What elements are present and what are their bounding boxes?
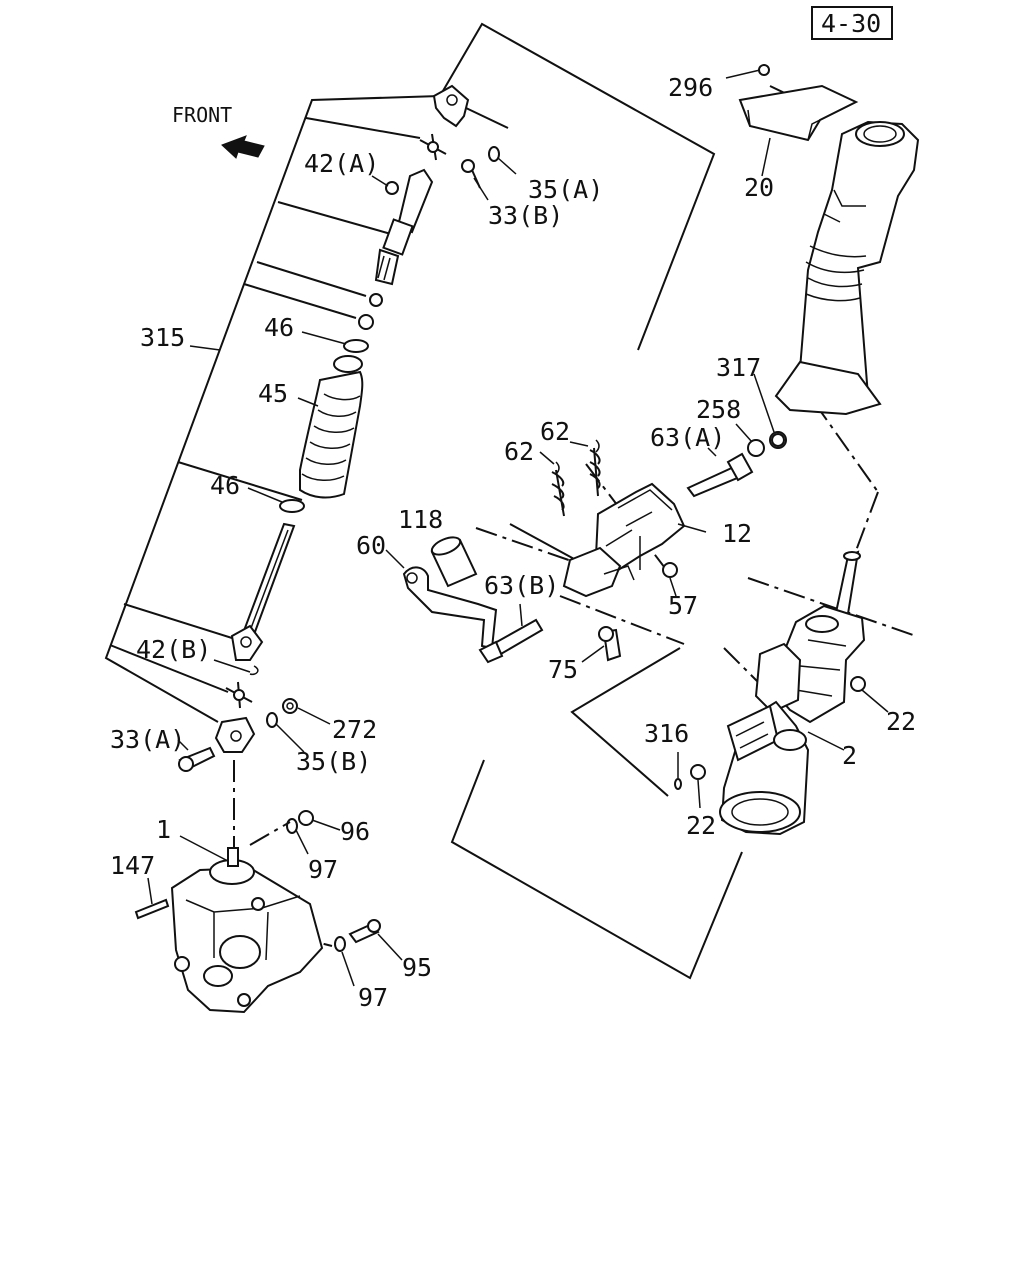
bellows-45 [299,355,364,499]
label-95: 95 [402,953,432,982]
label-2: 2 [842,741,857,770]
label-57: 57 [668,591,698,620]
label-46-top: 46 [264,313,294,342]
label-258: 258 [696,395,741,424]
label-33b: 33(B) [488,201,563,230]
collar-118 [430,536,478,588]
label-317: 317 [716,353,761,382]
leader-lines [147,69,889,987]
tilt-lever-assembly [402,431,787,664]
intermediate-shaft-assembly [178,84,500,772]
lever-60 [402,566,498,650]
front-arrow-icon [221,135,265,159]
reference-box-label: 4-30 [821,9,881,38]
front-label: FRONT [172,103,232,127]
label-63b: 63(B) [484,571,559,600]
label-12: 12 [722,519,752,548]
part-labels: 296 20 42(A) 35(A) 33(B) 315 46 45 46 31… [110,73,916,1012]
steering-gear-box-1 [134,810,381,1014]
label-75: 75 [548,655,578,684]
label-20: 20 [744,173,774,202]
label-97-lower: 97 [358,983,388,1012]
upper-yoke [432,84,470,128]
label-35a: 35(A) [528,175,603,204]
label-63a: 63(A) [650,423,725,452]
label-42a: 42(A) [304,149,379,178]
center-lines [233,85,917,947]
label-46-bottom: 46 [210,471,240,500]
label-62-lower: 62 [504,437,534,466]
label-118: 118 [398,505,443,534]
spring-62-lower [551,461,565,517]
reference-box: 4-30 [811,6,893,40]
label-315: 315 [140,323,185,352]
center-bracket-lines [439,22,743,980]
label-97-upper: 97 [308,855,338,884]
column-cover-assembly [738,64,920,416]
screw-296 [758,64,770,76]
label-22-lower: 22 [686,811,716,840]
label-33a: 33(A) [110,725,185,754]
upper-spider [419,133,447,161]
cover-part-20 [738,84,859,142]
label-22-right: 22 [886,707,916,736]
shaft-assembly-bracket [104,95,441,723]
label-62-upper: 62 [540,417,570,446]
label-147: 147 [110,851,155,880]
label-60: 60 [356,531,386,560]
spring-62-upper [589,439,601,497]
label-42b: 42(B) [136,635,211,664]
label-1: 1 [156,815,171,844]
label-45: 45 [258,379,288,408]
label-296: 296 [668,73,713,102]
column-boot [796,120,920,398]
label-96: 96 [340,817,370,846]
front-indicator: FRONT [172,103,265,159]
label-316: 316 [644,719,689,748]
label-272: 272 [332,715,377,744]
column-base-assembly [674,433,866,836]
label-35b: 35(B) [296,747,371,776]
lower-spider [225,681,253,709]
